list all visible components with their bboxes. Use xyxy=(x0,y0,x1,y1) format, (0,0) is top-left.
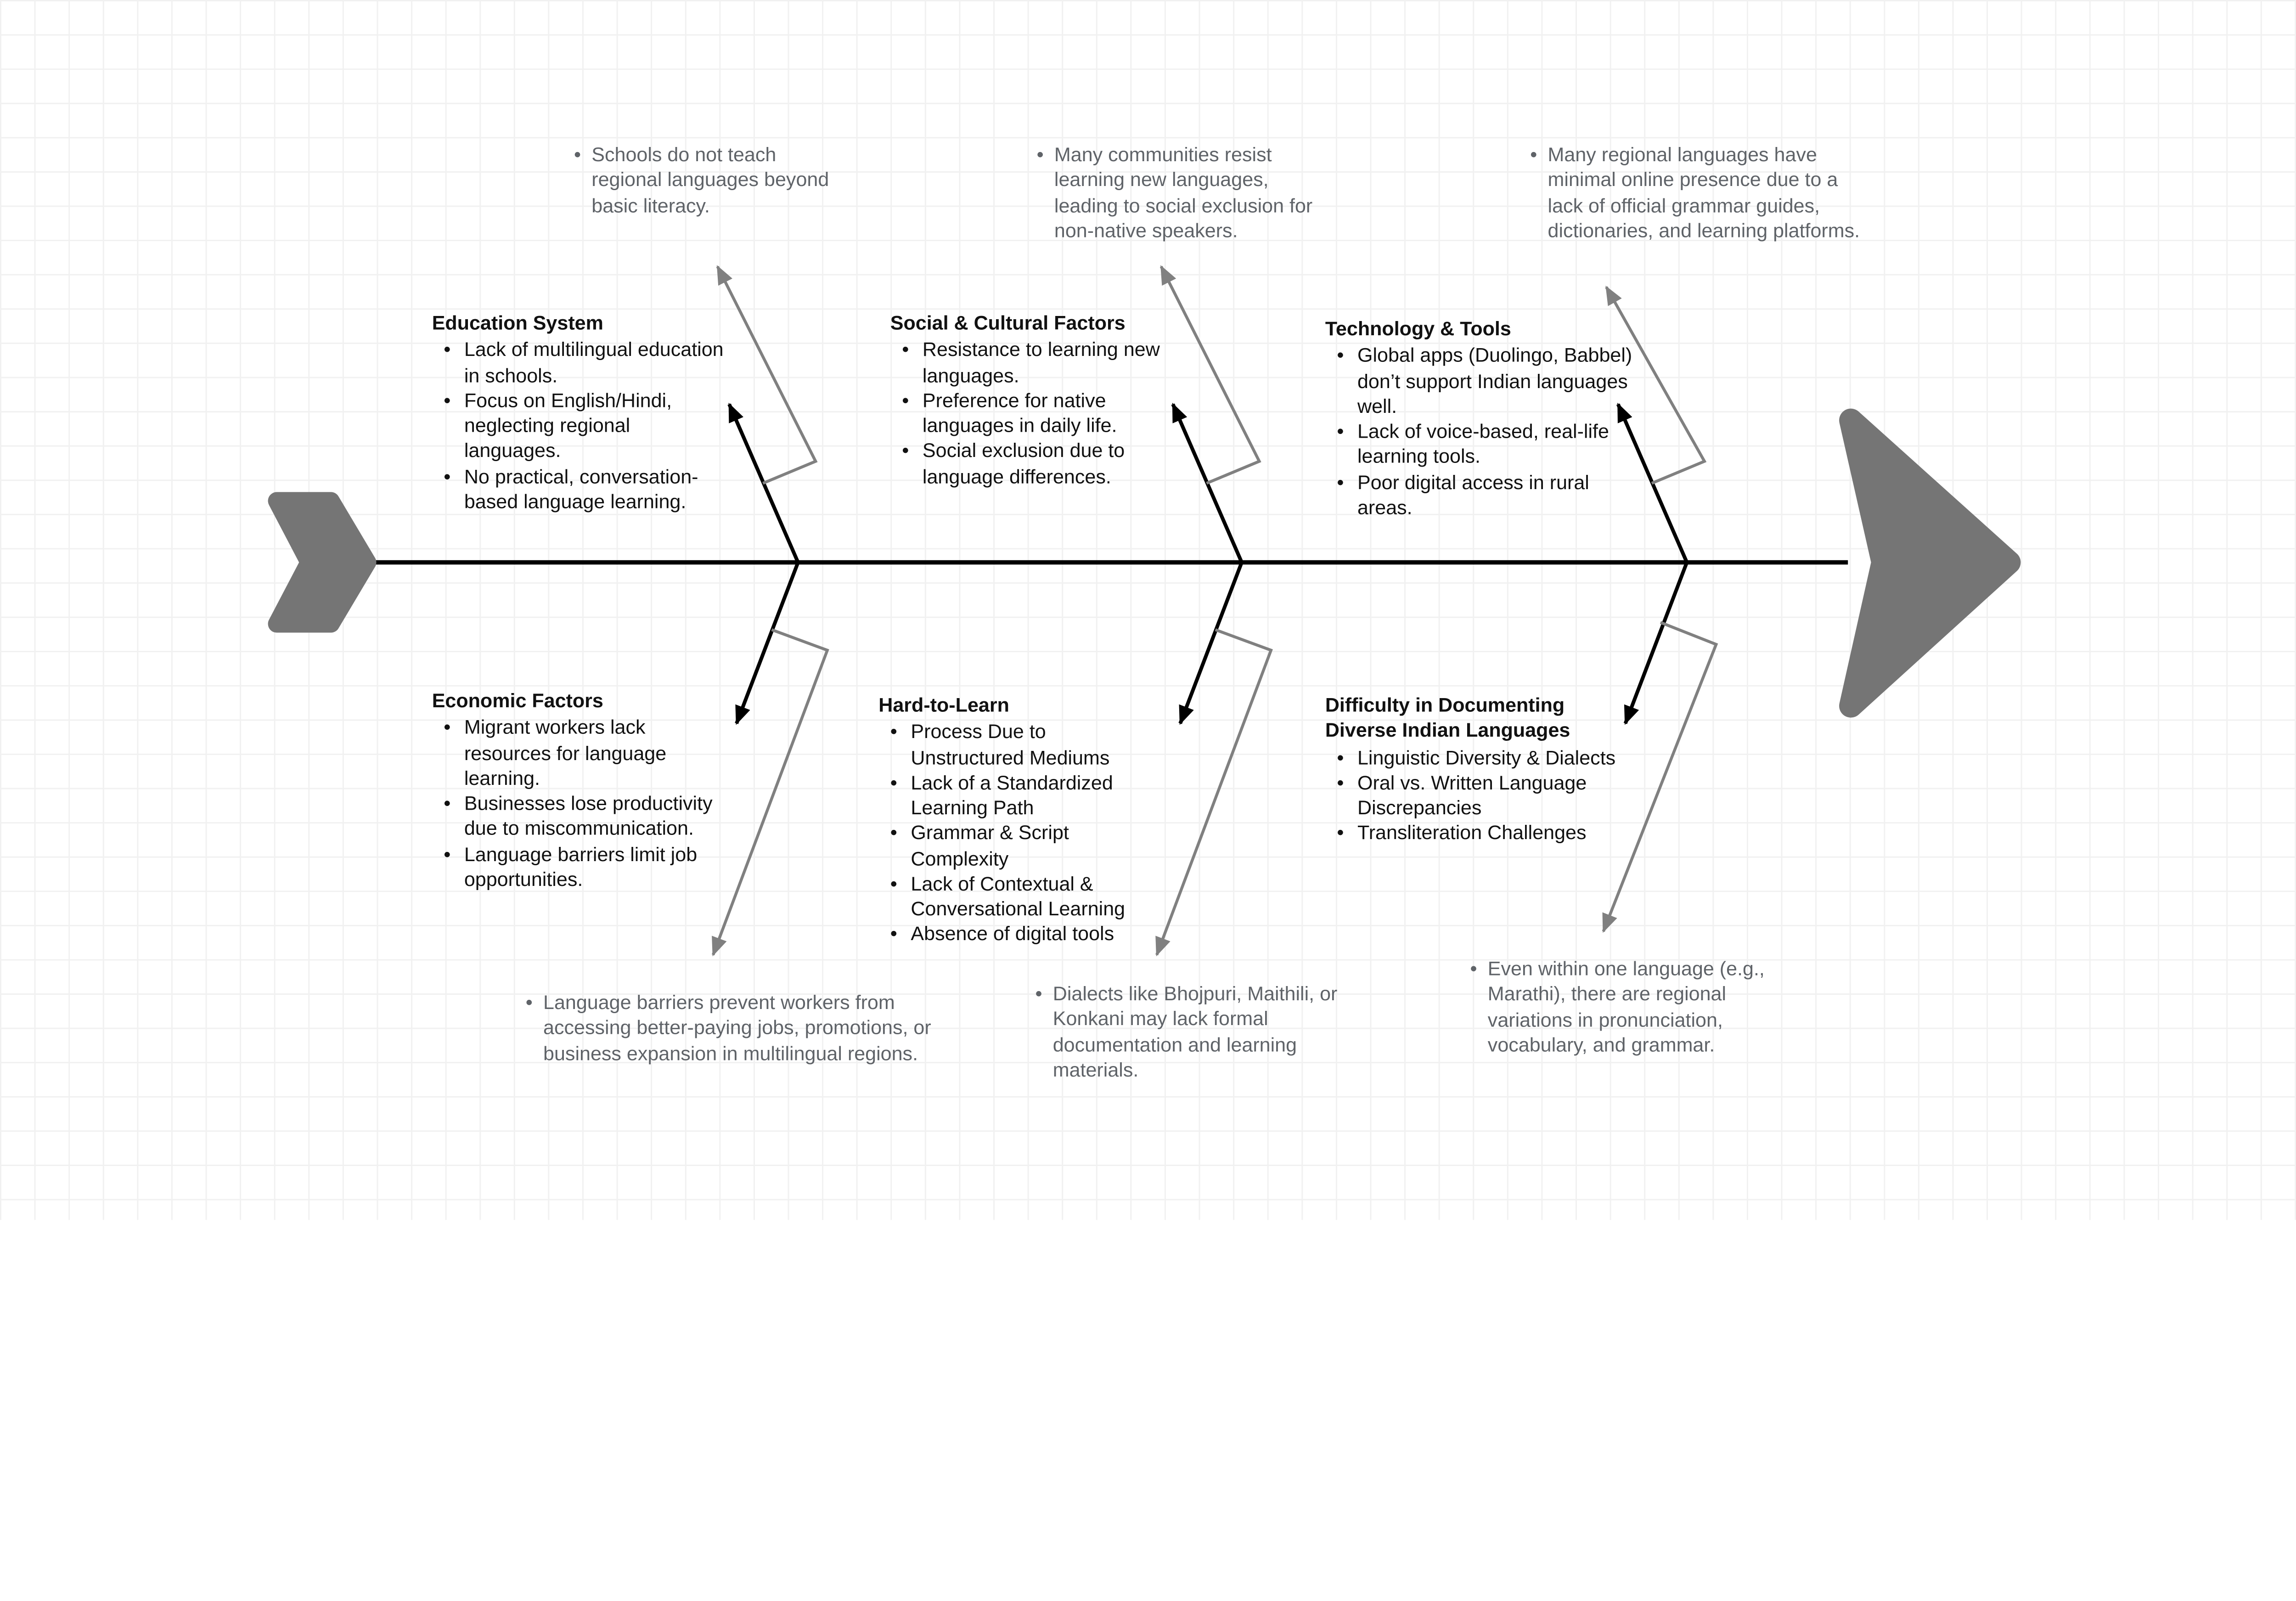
top-note-2: Many communities resist learning new lan… xyxy=(1031,142,1330,243)
category-bullet-item: Lack of a Standardized Learning Path xyxy=(890,770,1157,821)
category-title: Difficulty in Documenting Diverse Indian… xyxy=(1325,694,1570,742)
top-note-3: Many regional languages have minimal onl… xyxy=(1525,142,1867,243)
category-bullet-item: Process Due to Unstructured Mediums xyxy=(890,720,1157,770)
bottom-note-arrows xyxy=(711,621,1718,957)
category-bullet-item: Resistance to learning new languages. xyxy=(902,337,1177,388)
category-title: Education System xyxy=(432,312,603,334)
category-bullet-item: Businesses lose productivity due to misc… xyxy=(444,791,725,841)
note-arrow-top-1 xyxy=(716,265,818,485)
top-note-arrows xyxy=(716,265,1707,485)
category-bullet-item: Preference for native languages in daily… xyxy=(902,388,1177,438)
category-bullet-list: Migrant workers lack resources for langu… xyxy=(432,715,725,892)
category-technology-tools: Technology & Tools Global apps (Duolingo… xyxy=(1325,316,1633,520)
category-title: Social & Cultural Factors xyxy=(890,312,1125,334)
category-education-system: Education System Lack of multilingual ed… xyxy=(432,310,725,514)
category-bullet-list: Linguistic Diversity & DialectsOral vs. … xyxy=(1325,745,1640,846)
note-arrow-top-3 xyxy=(1605,285,1707,485)
category-bullet-item: Focus on English/Hindi, neglecting regio… xyxy=(444,388,725,463)
bone-arrow-documenting xyxy=(1623,562,1689,725)
note-arrow-bottom-2 xyxy=(1155,628,1273,957)
category-bullet-item: Social exclusion due to language differe… xyxy=(902,438,1177,489)
bottom-bone-arrows xyxy=(735,562,1689,725)
category-bullet-item: Migrant workers lack resources for langu… xyxy=(444,715,725,791)
note-arrow-bottom-1 xyxy=(711,628,829,957)
bone-arrow-hard-to-learn xyxy=(1178,562,1244,725)
category-bullet-item: Grammar & Script Complexity xyxy=(890,821,1157,871)
tail-chevron-icon xyxy=(268,492,377,633)
category-title: Technology & Tools xyxy=(1325,317,1511,340)
category-economic-factors: Economic Factors Migrant workers lack re… xyxy=(432,688,725,892)
category-bullet-item: Lack of Contextual & Conversational Lear… xyxy=(890,871,1157,922)
category-bullet-item: Transliteration Challenges xyxy=(1337,821,1640,846)
category-bullet-item: Absence of digital tools xyxy=(890,922,1157,947)
top-note-1: Schools do not teach regional languages … xyxy=(568,142,838,218)
category-title: Economic Factors xyxy=(432,689,603,712)
bottom-note-1: Language barriers prevent workers from a… xyxy=(520,990,983,1066)
category-bullet-item: Linguistic Diversity & Dialects xyxy=(1337,745,1640,771)
category-hard-to-learn: Hard-to-Learn Process Due to Unstructure… xyxy=(878,693,1157,947)
category-social-cultural: Social & Cultural Factors Resistance to … xyxy=(890,310,1177,489)
category-title: Hard-to-Learn xyxy=(878,694,1009,716)
category-bullet-item: No practical, conversation-based languag… xyxy=(444,464,725,514)
category-bullet-item: Global apps (Duolingo, Babbel) don’t sup… xyxy=(1337,343,1632,419)
category-bullet-list: Resistance to learning new languages.Pre… xyxy=(890,337,1177,489)
bone-arrow-economic xyxy=(735,562,800,725)
fishbone-skeleton xyxy=(268,265,2021,957)
category-bullet-item: Lack of multilingual education in school… xyxy=(444,337,725,388)
category-documenting-languages: Difficulty in Documenting Diverse Indian… xyxy=(1325,693,1640,846)
head-arrow-icon xyxy=(1839,408,2021,718)
bottom-note-2: Dialects like Bhojpuri, Maithili, or Kon… xyxy=(1030,981,1382,1082)
note-arrow-top-2 xyxy=(1159,265,1261,485)
note-arrow-bottom-3 xyxy=(1602,621,1718,933)
category-bullet-list: Process Due to Unstructured MediumsLack … xyxy=(878,720,1157,947)
category-bullet-item: Lack of voice-based, real-life learning … xyxy=(1337,419,1632,469)
fishbone-diagram-canvas: Schools do not teach regional languages … xyxy=(0,0,2296,1220)
category-bullet-list: Global apps (Duolingo, Babbel) don’t sup… xyxy=(1325,343,1633,520)
category-bullet-item: Oral vs. Written Language Discrepancies xyxy=(1337,770,1640,821)
bottom-note-3: Even within one language (e.g., Marathi)… xyxy=(1464,956,1795,1057)
category-bullet-list: Lack of multilingual education in school… xyxy=(432,337,725,514)
category-bullet-item: Language barriers limit job opportunitie… xyxy=(444,841,725,892)
category-bullet-item: Poor digital access in rural areas. xyxy=(1337,469,1632,520)
